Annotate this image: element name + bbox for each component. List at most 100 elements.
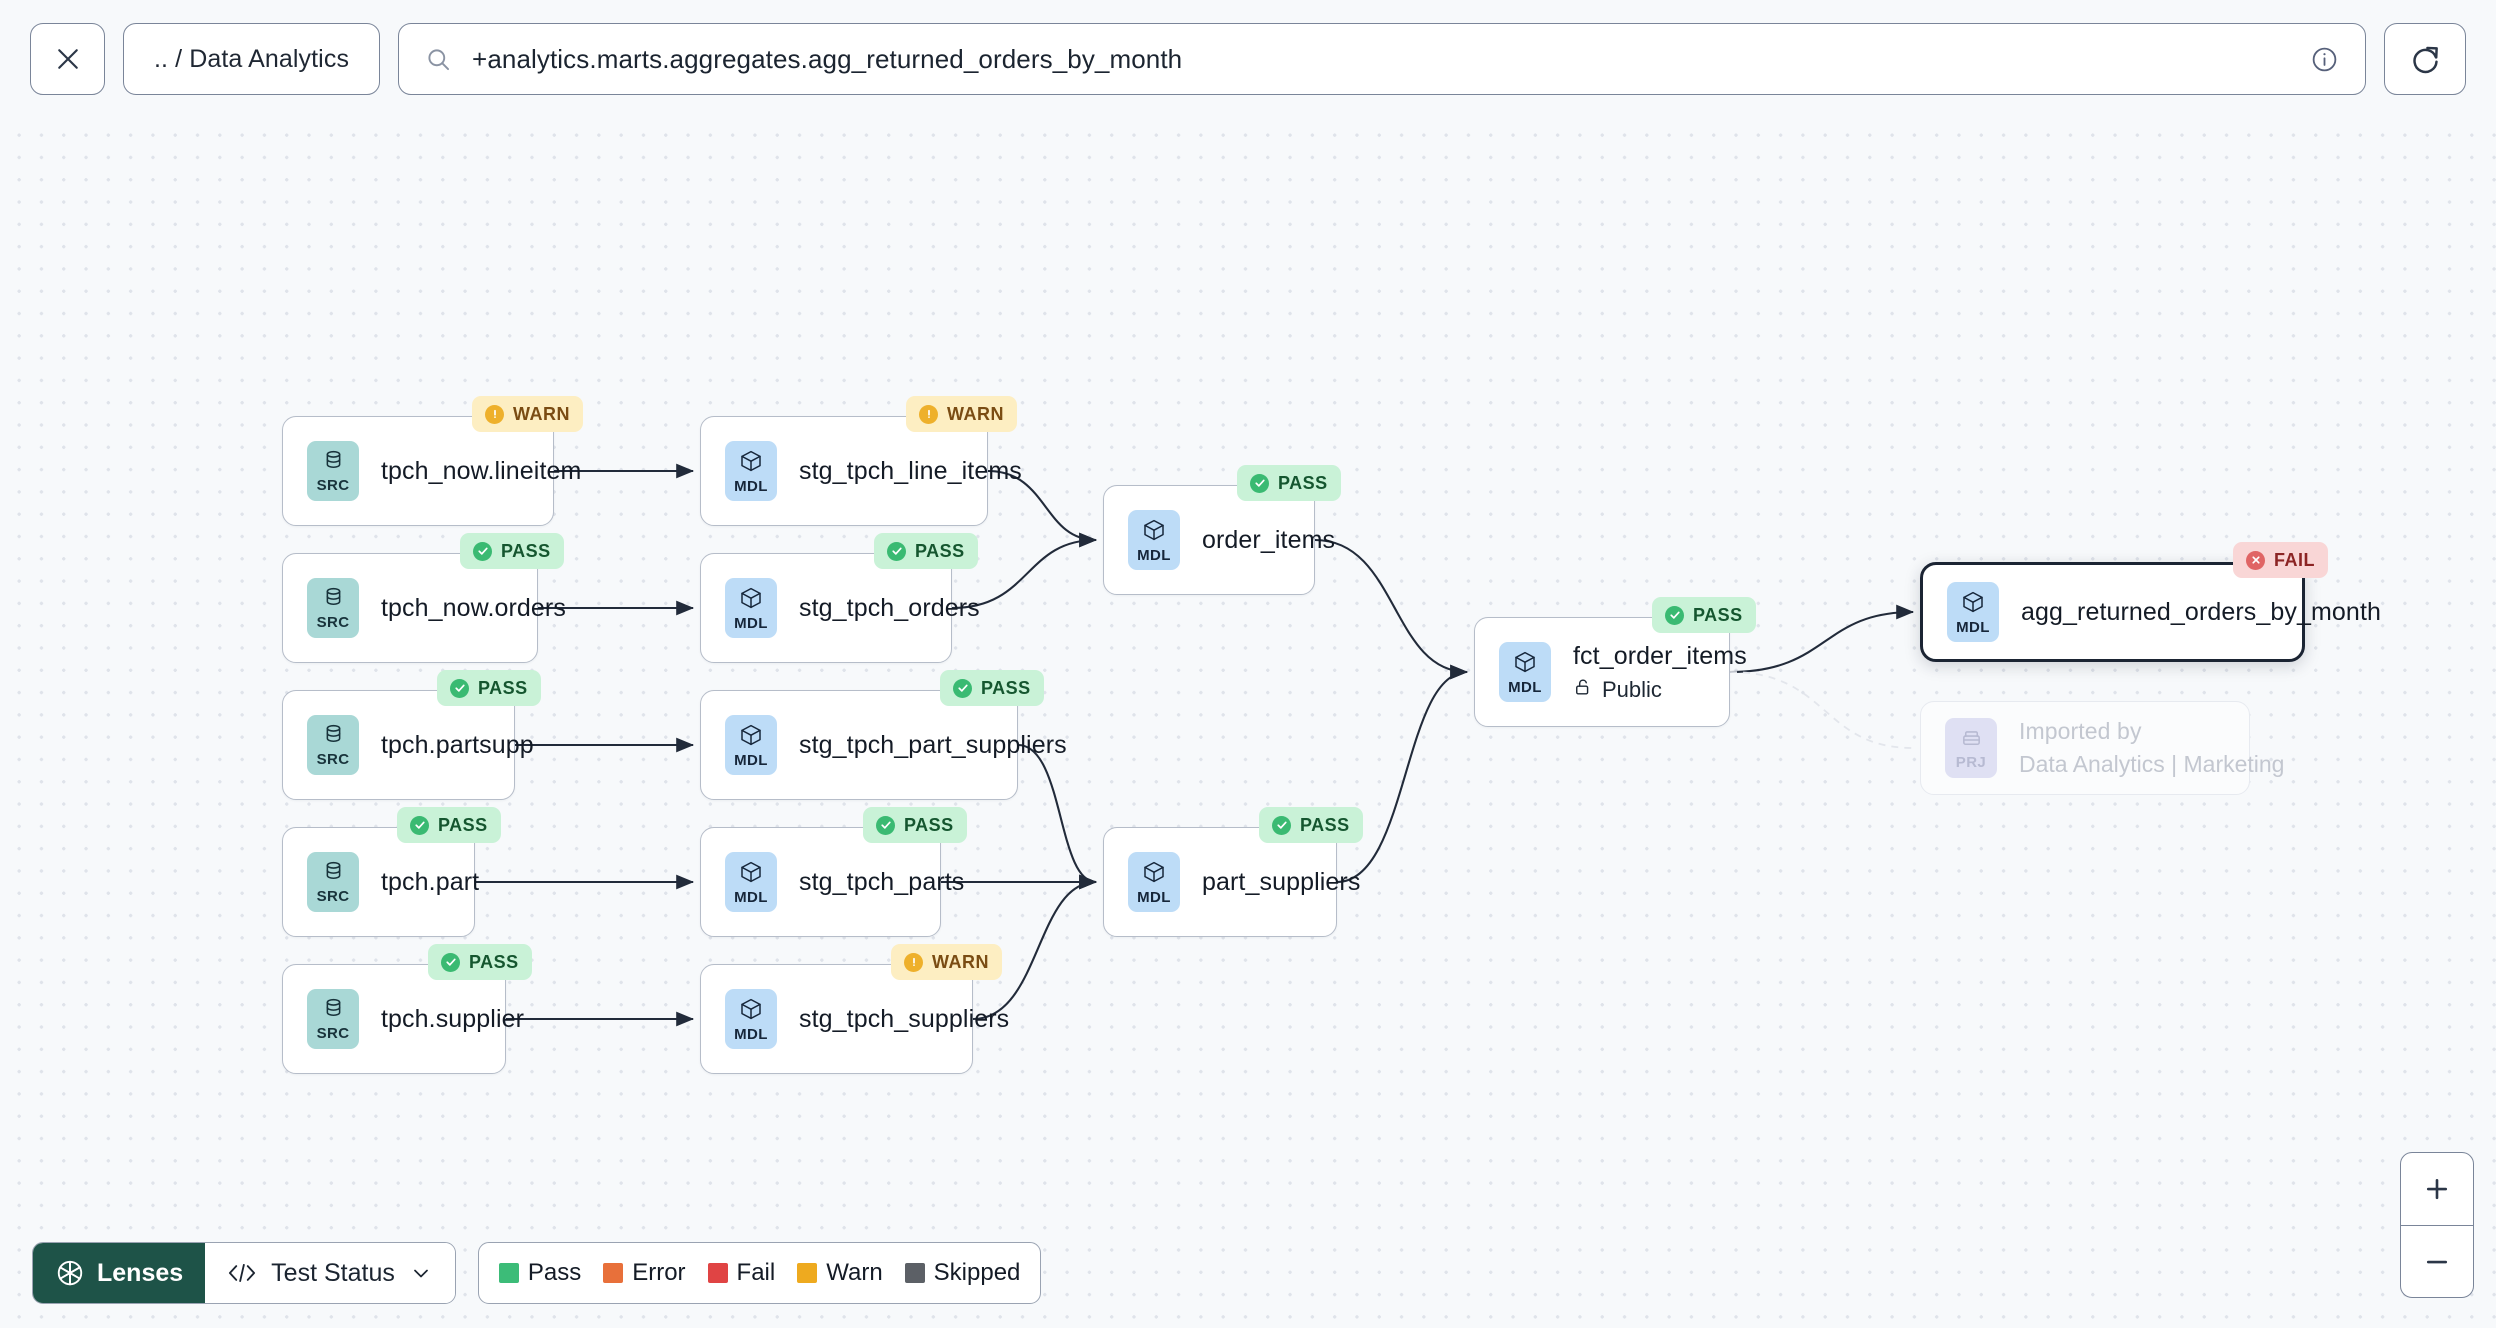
status-badge-label: FAIL: [2274, 549, 2315, 570]
database-icon: [322, 997, 345, 1025]
lenses-label: Lenses: [97, 1258, 184, 1287]
minus-icon: [2422, 1247, 2452, 1277]
node-text-block: tpch.part: [381, 868, 479, 897]
node-text-block: stg_tpch_suppliers: [799, 1004, 1010, 1034]
node-subtitle-label: Public: [1602, 676, 1662, 702]
breadcrumb-label: .. / Data Analytics: [154, 44, 350, 73]
status-badge-pass[interactable]: PASS: [437, 670, 541, 706]
node-type-label: SRC: [316, 614, 350, 631]
lineage-canvas[interactable]: SRC tpch_now.lineitem WARN SRC tpch_now.or…: [0, 118, 2496, 1328]
cube-icon: [739, 449, 763, 478]
node-title: agg_returned_orders_by_month: [2021, 597, 2381, 626]
legend-swatch: [498, 1263, 519, 1283]
search-icon: [425, 46, 452, 73]
node-type-label: SRC: [316, 477, 350, 494]
node-title: stg_tpch_suppliers: [799, 1004, 1010, 1033]
zoom-in-button[interactable]: [2401, 1153, 2473, 1225]
node-type-badge-src: SRC: [307, 441, 359, 501]
zoom-out-button[interactable]: [2401, 1225, 2473, 1297]
status-badge-pass[interactable]: PASS: [940, 670, 1044, 706]
status-badge-label: PASS: [501, 540, 551, 561]
node-title: part_suppliers: [1202, 867, 1361, 896]
refresh-button[interactable]: [2384, 23, 2466, 95]
status-badge-label: PASS: [478, 677, 528, 698]
lenses-button[interactable]: Lenses: [33, 1243, 206, 1303]
status-dot-icon: [876, 815, 895, 835]
legend-item-skipped[interactable]: Skipped: [904, 1259, 1020, 1287]
project-box-icon: [1960, 726, 1983, 754]
node-text-block: stg_tpch_parts: [799, 868, 964, 897]
status-badge-label: PASS: [1278, 472, 1328, 493]
breadcrumb[interactable]: .. / Data Analytics: [123, 23, 381, 95]
graph-node-tpch_now_orders[interactable]: SRC tpch_now.orders: [282, 553, 566, 663]
database-icon: [322, 860, 345, 888]
legend-swatch: [797, 1263, 818, 1283]
status-dot-icon: [919, 404, 938, 424]
node-type-label: SRC: [316, 751, 350, 768]
legend-item-warn[interactable]: Warn: [797, 1259, 883, 1287]
node-title: tpch_now.lineitem: [381, 456, 582, 485]
status-badge-warn[interactable]: WARN: [472, 396, 583, 432]
node-type-label: MDL: [1508, 678, 1542, 696]
status-dot-icon: [1665, 605, 1684, 625]
cube-icon: [739, 860, 763, 889]
status-badge-pass[interactable]: PASS: [863, 807, 967, 843]
status-badge-pass[interactable]: PASS: [874, 533, 978, 569]
graph-node-part_suppliers[interactable]: MDL part_suppliers: [1103, 827, 1361, 937]
search-input[interactable]: +analytics.marts.aggregates.agg_returned…: [398, 23, 2366, 95]
graph-node-stg_tpch_suppliers[interactable]: MDL stg_tpch_suppliers: [700, 964, 1010, 1074]
cube-icon: [739, 723, 763, 752]
close-button[interactable]: [30, 23, 105, 95]
status-badge-label: WARN: [932, 951, 989, 972]
status-badge-pass[interactable]: PASS: [397, 807, 501, 843]
status-badge-warn[interactable]: WARN: [891, 944, 1002, 980]
search-input-value: +analytics.marts.aggregates.agg_returned…: [472, 43, 1183, 74]
status-dot-icon: [410, 815, 429, 835]
legend-item-error[interactable]: Error: [603, 1259, 686, 1287]
node-title: stg_tpch_orders: [799, 593, 980, 622]
cube-icon: [1961, 590, 1985, 619]
node-title: fct_order_items: [1573, 641, 1747, 670]
legend-item-pass[interactable]: Pass: [498, 1259, 581, 1287]
node-title: order_items: [1202, 525, 1336, 554]
node-text-block: tpch_now.orders: [381, 594, 566, 623]
status-badge-pass[interactable]: PASS: [460, 533, 564, 569]
test-status-dropdown[interactable]: Test Status: [205, 1243, 455, 1303]
node-type-label: MDL: [734, 888, 768, 906]
plus-icon: [2422, 1174, 2452, 1204]
status-badge-fail[interactable]: FAIL: [2233, 542, 2328, 578]
node-type-label: MDL: [734, 1025, 768, 1043]
status-dot-icon: [1250, 473, 1269, 493]
info-circle-icon[interactable]: [2310, 45, 2339, 74]
node-title: tpch.partsupp: [381, 730, 534, 759]
zoom-controls: [2400, 1152, 2474, 1298]
graph-node-fct_order_items[interactable]: MDL fct_order_items Public: [1474, 617, 1747, 727]
node-subtitle: Public: [1573, 677, 1729, 703]
status-badge-pass[interactable]: PASS: [1259, 807, 1363, 843]
node-type-label: MDL: [734, 751, 768, 769]
node-type-label: SRC: [316, 1025, 350, 1042]
status-badge-warn[interactable]: WARN: [906, 396, 1017, 432]
graph-node-tpch_now_lineitem[interactable]: SRC tpch_now.lineitem: [282, 416, 582, 526]
legend-item-fail[interactable]: Fail: [707, 1259, 775, 1287]
status-badge-pass[interactable]: PASS: [1652, 597, 1756, 633]
graph-node-stg_tpch_parts[interactable]: MDL stg_tpch_parts: [700, 827, 964, 937]
status-dot-icon: [953, 678, 972, 698]
status-badge-pass[interactable]: PASS: [428, 944, 532, 980]
node-type-badge-mdl: MDL: [725, 989, 777, 1049]
node-type-badge-mdl: MDL: [1128, 852, 1180, 912]
status-badge-pass[interactable]: PASS: [1237, 465, 1341, 501]
node-type-badge-prj: PRJ: [1945, 718, 1997, 778]
graph-node-tpch_partsupp[interactable]: SRC tpch.partsupp: [282, 690, 534, 800]
cube-icon: [1142, 860, 1166, 889]
